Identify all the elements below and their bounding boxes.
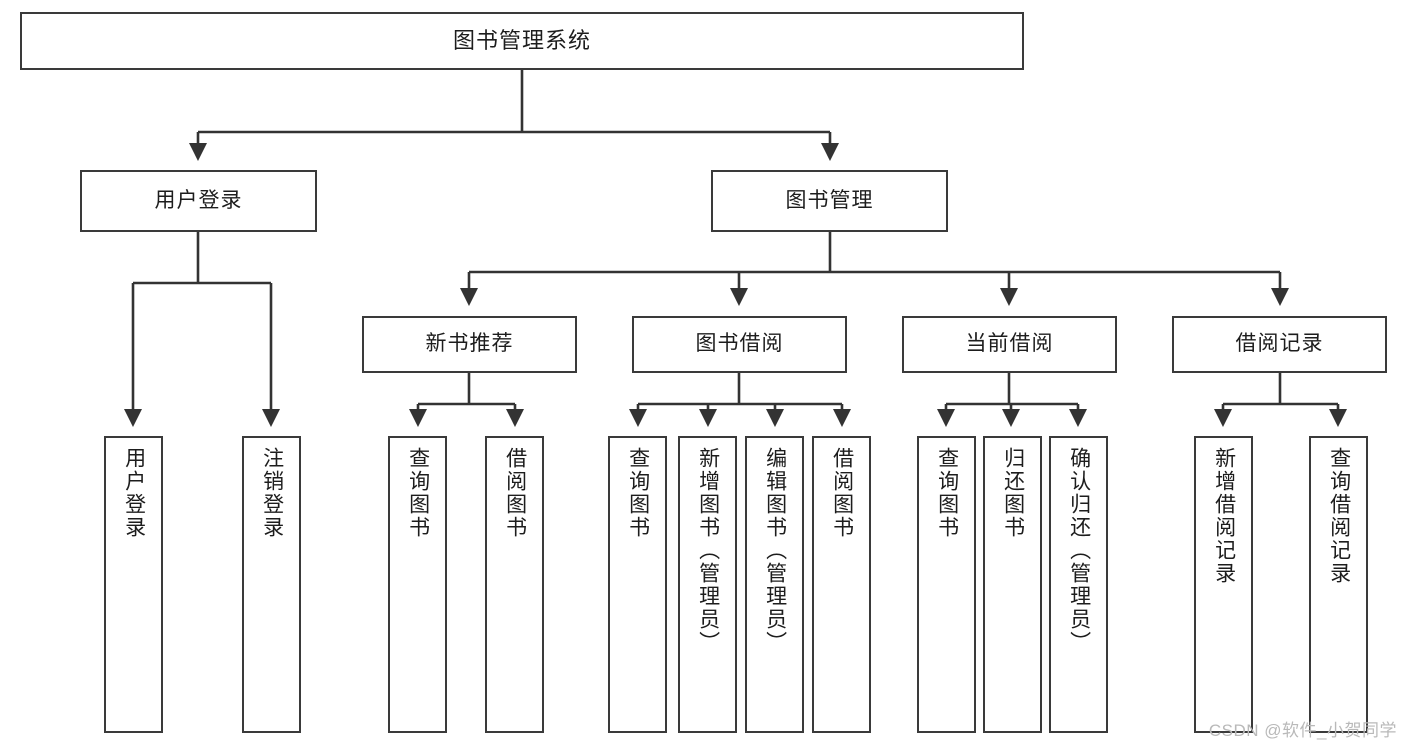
node-leaf-query-borrow-record[interactable]: 查询借阅记录 bbox=[1309, 436, 1368, 733]
node-label: 图书管理系统 bbox=[452, 28, 591, 54]
node-label: 借阅图书 bbox=[503, 447, 527, 539]
node-leaf-query-book-current[interactable]: 查询图书 bbox=[917, 436, 976, 733]
node-leaf-return-book[interactable]: 归还图书 bbox=[983, 436, 1042, 733]
node-book-manage[interactable]: 图书管理 bbox=[711, 170, 948, 232]
node-leaf-borrow-book-recommend[interactable]: 借阅图书 bbox=[485, 436, 544, 733]
node-new-book-recommend[interactable]: 新书推荐 bbox=[362, 316, 577, 373]
node-label: 新增借阅记录 bbox=[1212, 447, 1236, 585]
node-label: 用户登录 bbox=[154, 188, 243, 212]
node-book-borrow[interactable]: 图书借阅 bbox=[632, 316, 847, 373]
node-borrow-record[interactable]: 借阅记录 bbox=[1172, 316, 1387, 373]
node-label: 注销登录 bbox=[260, 447, 284, 539]
node-label: 借阅图书 bbox=[830, 447, 854, 539]
node-label: 查询图书 bbox=[626, 447, 650, 539]
node-leaf-confirm-return-admin[interactable]: 确认归还（管理员） bbox=[1049, 436, 1108, 733]
node-user-login[interactable]: 用户登录 bbox=[80, 170, 317, 232]
node-label: 查询借阅记录 bbox=[1327, 447, 1351, 585]
node-label: 查询图书 bbox=[406, 447, 430, 539]
node-leaf-edit-book-admin[interactable]: 编辑图书（管理员） bbox=[745, 436, 804, 733]
node-label: 当前借阅 bbox=[965, 332, 1054, 356]
node-label: 新书推荐 bbox=[425, 332, 514, 356]
node-label: 图书管理 bbox=[785, 188, 874, 212]
node-leaf-user-login[interactable]: 用户登录 bbox=[104, 436, 163, 733]
node-leaf-add-book-admin[interactable]: 新增图书（管理员） bbox=[678, 436, 737, 733]
node-leaf-borrow-book[interactable]: 借阅图书 bbox=[812, 436, 871, 733]
node-root-book-management-system[interactable]: 图书管理系统 bbox=[20, 12, 1024, 70]
node-label: 编辑图书（管理员） bbox=[763, 447, 787, 654]
csdn-watermark: CSDN @软件_小贺同学 bbox=[1208, 721, 1397, 740]
node-current-borrow[interactable]: 当前借阅 bbox=[902, 316, 1117, 373]
node-label: 查询图书 bbox=[935, 447, 959, 539]
node-leaf-user-logout[interactable]: 注销登录 bbox=[242, 436, 301, 733]
node-label: 借阅记录 bbox=[1235, 332, 1324, 356]
node-label: 确认归还（管理员） bbox=[1067, 447, 1091, 654]
node-leaf-query-book-borrow[interactable]: 查询图书 bbox=[608, 436, 667, 733]
node-label: 图书借阅 bbox=[695, 332, 784, 356]
node-label: 新增图书（管理员） bbox=[696, 447, 720, 654]
node-leaf-query-book-recommend[interactable]: 查询图书 bbox=[388, 436, 447, 733]
node-label: 归还图书 bbox=[1001, 447, 1025, 539]
node-label: 用户登录 bbox=[122, 447, 146, 539]
node-leaf-add-borrow-record[interactable]: 新增借阅记录 bbox=[1194, 436, 1253, 733]
